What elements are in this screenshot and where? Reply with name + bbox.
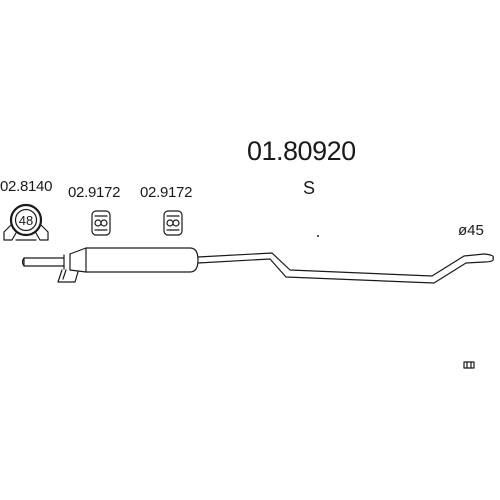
hanger-icon-2 <box>163 210 183 236</box>
grid-icon <box>463 361 475 369</box>
diameter-label: ø45 <box>458 222 484 239</box>
clamp-icon <box>3 203 49 241</box>
hanger-code-1: 02.9172 <box>68 184 121 201</box>
variant-label: S <box>303 178 316 198</box>
exhaust-pipe <box>21 247 494 284</box>
hanger-code-2: 02.9172 <box>140 184 193 201</box>
dot-mark <box>317 235 319 237</box>
part-number: 01.80920 <box>247 136 356 166</box>
clamp-size-label: 48 <box>19 213 33 228</box>
clamp-code: 02.8140 <box>0 178 53 195</box>
hanger-icon-1 <box>91 210 111 236</box>
